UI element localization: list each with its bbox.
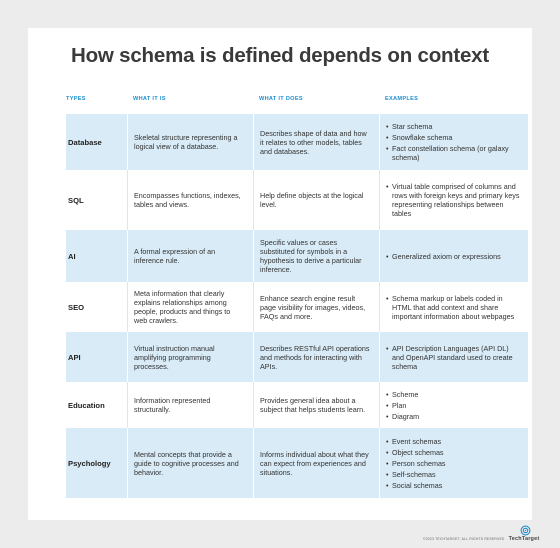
row-type: Psychology xyxy=(68,458,111,468)
brand-name: TechTarget xyxy=(508,536,540,542)
row-what-it-does: Provides general idea about a subject th… xyxy=(253,382,379,428)
row-examples: Virtual table comprised of columns and r… xyxy=(379,170,528,230)
table-row: Psychology Mental concepts that provide … xyxy=(66,428,528,498)
row-type: SEO xyxy=(68,302,85,312)
example-item: Person schemas xyxy=(386,459,446,468)
infographic-title: How schema is defined depends on context xyxy=(70,44,490,67)
row-examples: Event schemas Object schemas Person sche… xyxy=(379,428,528,498)
row-what-it-is: Encompasses functions, indexes, tables a… xyxy=(127,170,253,230)
table-row: API Virtual instruction manual amplifyin… xyxy=(66,332,528,382)
row-what-it-is: Skeletal structure representing a logica… xyxy=(127,114,253,170)
row-examples: Generalized axiom or expressions xyxy=(379,230,528,282)
copyright-text: ©2023 TECHTARGET. ALL RIGHTS RESERVED xyxy=(423,537,505,541)
example-item: Social schemas xyxy=(386,481,446,490)
example-item: Schema markup or labels coded in HTML th… xyxy=(386,294,520,321)
row-what-it-is: Meta information that clearly explains r… xyxy=(127,282,253,332)
row-examples: Scheme Plan Diagram xyxy=(379,382,528,428)
table-row: SEO Meta information that clearly explai… xyxy=(66,282,528,332)
header-what-it-is: WHAT IT IS xyxy=(133,96,166,102)
example-item: Event schemas xyxy=(386,437,446,446)
infographic-card: How schema is defined depends on context… xyxy=(28,28,532,520)
row-what-it-does: Describes shape of data and how it relat… xyxy=(253,114,379,170)
example-item: Snowflake schema xyxy=(386,133,520,142)
row-type: SQL xyxy=(68,195,84,205)
row-what-it-does: Help define objects at the logical level… xyxy=(253,170,379,230)
row-type: AI xyxy=(68,251,76,261)
header-types: TYPES xyxy=(66,96,86,102)
techtarget-logo-icon xyxy=(520,525,531,536)
row-type: Database xyxy=(68,137,102,147)
table-row: AI A formal expression of an inference r… xyxy=(66,230,528,282)
example-item: Object schemas xyxy=(386,448,446,457)
header-examples: EXAMPLES xyxy=(385,96,419,102)
row-what-it-is: Mental concepts that provide a guide to … xyxy=(127,428,253,498)
table-row: Education Information represented struct… xyxy=(66,382,528,428)
row-type: Education xyxy=(68,400,105,410)
row-type: API xyxy=(68,352,81,362)
schema-table: TYPES WHAT IT IS WHAT IT DOES EXAMPLES D… xyxy=(66,84,528,498)
example-item: Fact constellation schema (or galaxy sch… xyxy=(386,144,520,162)
example-item: Self-schemas xyxy=(386,470,446,479)
example-item: Star schema xyxy=(386,122,520,131)
example-item: Diagram xyxy=(386,412,419,421)
example-item: Virtual table comprised of columns and r… xyxy=(386,182,520,218)
row-what-it-does: Describes RESTful API operations and met… xyxy=(253,332,379,382)
example-item: Scheme xyxy=(386,390,419,399)
row-examples: Star schema Snowflake schema Fact conste… xyxy=(379,114,528,170)
example-item: Plan xyxy=(386,401,419,410)
row-what-it-does: Enhance search engine result page visibi… xyxy=(253,282,379,332)
row-what-it-is: Virtual instruction manual amplifying pr… xyxy=(127,332,253,382)
row-what-it-is: A formal expression of an inference rule… xyxy=(127,230,253,282)
footer: ©2023 TECHTARGET. ALL RIGHTS RESERVED Te… xyxy=(423,536,539,542)
row-examples: API Description Languages (API DL) and O… xyxy=(379,332,528,382)
example-item: API Description Languages (API DL) and O… xyxy=(386,344,520,371)
row-what-it-does: Informs individual about what they can e… xyxy=(253,428,379,498)
row-what-it-is: Information represented structurally. xyxy=(127,382,253,428)
row-examples: Schema markup or labels coded in HTML th… xyxy=(379,282,528,332)
table-row: SQL Encompasses functions, indexes, tabl… xyxy=(66,170,528,230)
header-what-it-does: WHAT IT DOES xyxy=(259,96,303,102)
example-item: Generalized axiom or expressions xyxy=(386,252,501,261)
row-what-it-does: Specific values or cases substituted for… xyxy=(253,230,379,282)
table-header: TYPES WHAT IT IS WHAT IT DOES EXAMPLES xyxy=(66,84,528,114)
table-row: Database Skeletal structure representing… xyxy=(66,114,528,170)
